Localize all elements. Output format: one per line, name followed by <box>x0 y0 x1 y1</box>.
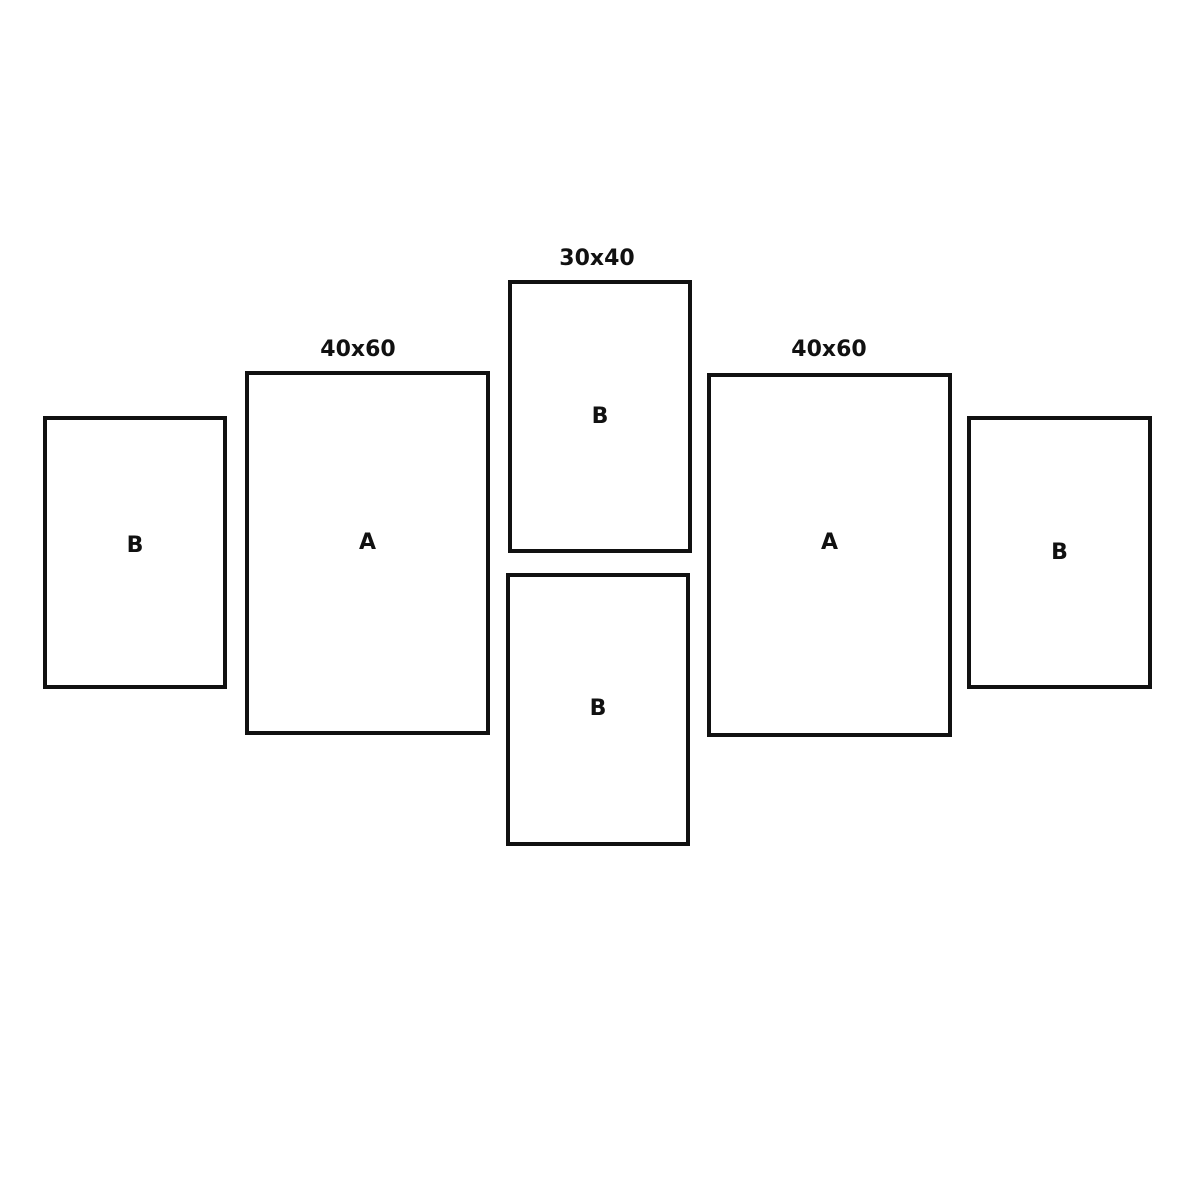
size-label-left-large: 40x60 <box>320 337 396 362</box>
frame-center-bottom: B <box>506 573 690 846</box>
frame-left-large-label: A <box>358 530 377 555</box>
frame-right-large-label: A <box>820 530 839 555</box>
frame-far-left-label: B <box>126 533 144 558</box>
frame-left-large: A <box>245 371 490 735</box>
frame-center-bottom-label: B <box>589 696 607 721</box>
frame-far-left: B <box>43 416 227 689</box>
frame-center-top: B <box>508 280 692 553</box>
frame-far-right: B <box>967 416 1152 689</box>
size-label-right-large: 40x60 <box>791 337 867 362</box>
size-label-center-top: 30x40 <box>559 246 635 271</box>
frame-far-right-label: B <box>1051 540 1068 565</box>
frame-center-top-label: B <box>591 404 609 429</box>
frame-right-large: A <box>707 373 952 737</box>
